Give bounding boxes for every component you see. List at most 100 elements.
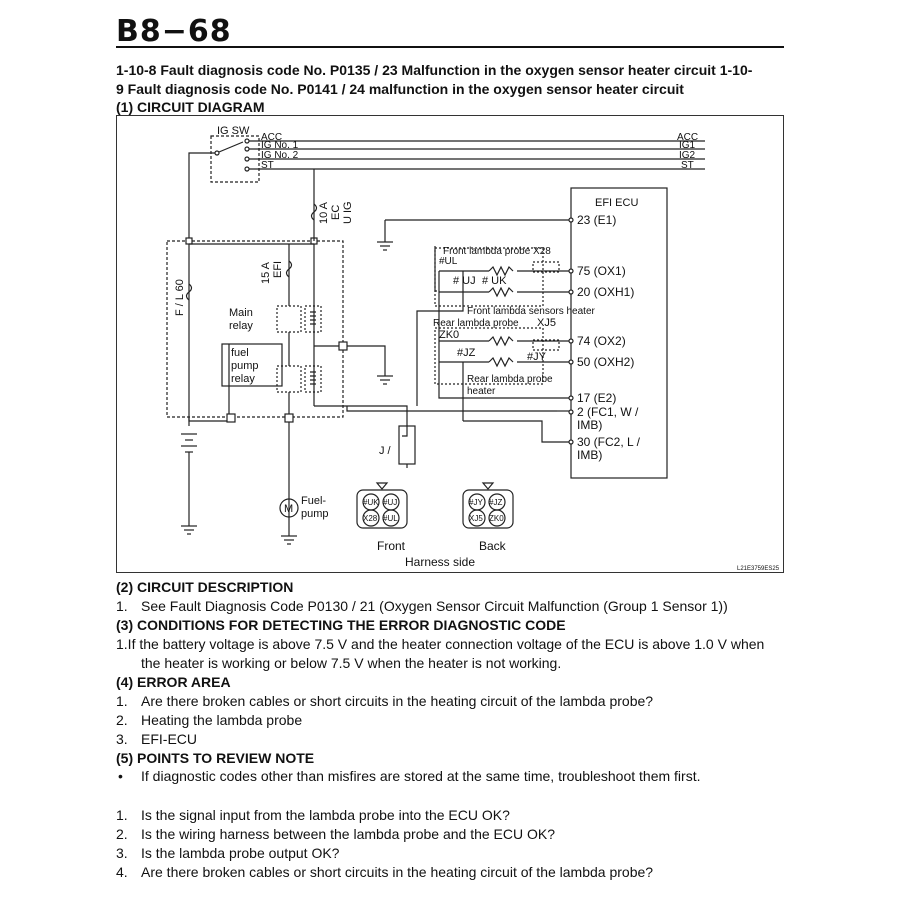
front-pin-uk: #UK (363, 498, 379, 507)
ecu-title: EFI ECU (595, 197, 638, 209)
fuel-pump-relay-outline (221, 343, 283, 387)
bus-acc-label: ACC (677, 132, 698, 143)
check-item-1: Is the signal input from the lambda prob… (141, 807, 510, 823)
check-item-3: Is the lambda probe output OK? (141, 845, 340, 861)
fp-relay-label-3: relay (231, 373, 255, 385)
fuel-pump-label-1: Fuel- (301, 495, 326, 507)
section-points: (5) POINTS TO REVIEW NOTE (116, 750, 315, 766)
rear-heater-label-1: Rear lambda probe (467, 374, 553, 385)
diagram-ref-code: L21E3759ES25 (737, 566, 780, 572)
check-item-4: Are there broken cables or short circuit… (141, 864, 654, 880)
rear-probe-label: Rear lambda probe (433, 318, 519, 329)
front-probe-label: Front lambda probe X28 (443, 246, 551, 257)
section-circuit-description: (2) CIRCUIT DESCRIPTION (116, 579, 294, 595)
back-pin-xj5: XJ5 (469, 514, 483, 523)
check-num-3: 3. (116, 845, 128, 861)
error-area-item-1: Are there broken cables or short circuit… (141, 693, 654, 709)
fuel-pump-label-2: pump (301, 508, 329, 520)
fusible-link-symbol (185, 283, 193, 301)
note-bullet: • (118, 768, 123, 784)
front-uj-label: # UJ (453, 275, 476, 287)
fuse-efi-amp: 15 A (260, 261, 272, 284)
front-pin-uj: #UJ (383, 498, 397, 507)
section-circuit-diagram: (1) CIRCUIT DIAGRAM (116, 99, 265, 115)
main-relay-coil (304, 305, 322, 333)
fault-heading-line-2: 9 Fault diagnosis code No. P0141 / 24 ma… (116, 81, 684, 97)
battery-feed-wire (188, 152, 215, 241)
efi-ecu-box (570, 187, 668, 479)
error-area-item-3: EFI-ECU (141, 731, 197, 747)
fuse-ecu-amp: 10 A (318, 201, 330, 224)
fp-relay-label-2: pump (231, 360, 259, 372)
note-text: If diagnostic codes other than misfires … (141, 768, 701, 784)
conditions-line-1: 1.If the battery voltage is above 7.5 V … (116, 636, 765, 652)
check-num-1: 1. (116, 807, 128, 823)
fuse-efi-name: EFI (272, 261, 284, 278)
bus-ig2-label: IG2 (679, 150, 696, 161)
switch-acc-label: ACC (261, 132, 282, 143)
circuit-diagram: IG SW ACC IG No. 1 IG No. 2 ST ACC IG1 I… (116, 115, 784, 573)
rear-sensor-element (488, 335, 514, 347)
pin-fc1-b: IMB) (577, 418, 602, 432)
pin-fc2-a: 30 (FC2, L / (577, 435, 641, 449)
pin-ox1: 75 (OX1) (577, 264, 626, 278)
front-heater-label: Front lambda sensors heater (467, 306, 596, 317)
main-relay-label-1: Main (229, 307, 253, 319)
fuse-ecu-name1: EC (330, 205, 342, 220)
switch-ig2-label: IG No. 2 (261, 150, 299, 161)
check-item-2: Is the wiring harness between the lambda… (141, 826, 556, 842)
fc1-wire (346, 406, 557, 412)
page-code: B8−68 (116, 14, 232, 49)
pin-fc1-a: 2 (FC1, W / (577, 405, 639, 419)
rear-jz-label: #JZ (457, 347, 476, 359)
switch-st-label: ST (261, 160, 274, 171)
back-pin-jy: #JY (469, 498, 483, 507)
ecu-ig-fuse (310, 203, 318, 221)
front-connector: #UK #UJ X28 #UL (356, 482, 408, 529)
connector-back-label: Back (479, 539, 507, 553)
fuel-pump-relay-switch (276, 365, 302, 393)
rear-heater-label-2: heater (467, 386, 496, 397)
pin-oxh1: 20 (OXH1) (577, 285, 634, 299)
front-probe-box (434, 247, 544, 307)
relay-box (166, 240, 344, 418)
harness-side-label: Harness side (405, 555, 475, 569)
fuel-pump-motor (279, 498, 299, 518)
main-relay-switch (276, 305, 302, 333)
fuse-ecu-name2: U IG (342, 201, 354, 224)
front-pin-ul: #UL (383, 514, 398, 523)
check-num-4: 4. (116, 864, 128, 880)
pin-ox2: 74 (OX2) (577, 334, 626, 348)
fc2-wire (463, 420, 569, 443)
rear-xj5-label: XJ5 (537, 317, 556, 329)
rear-zk0-label: ZK0 (439, 329, 459, 341)
section-conditions: (3) CONDITIONS FOR DETECTING THE ERROR D… (116, 617, 566, 633)
rear-heater-element (488, 356, 514, 368)
conditions-line-2: the heater is working or below 7.5 V whe… (141, 655, 562, 671)
rear-probe-box (434, 327, 544, 385)
main-relay-label-2: relay (229, 320, 253, 332)
back-pin-jz: #JZ (489, 498, 502, 507)
connector-front-label: Front (377, 539, 406, 553)
fault-heading-line-1: 1-10-8 Fault diagnosis code No. P0135 / … (116, 62, 753, 78)
error-area-num-2: 2. (116, 712, 128, 728)
section-error-area: (4) ERROR AREA (116, 674, 231, 690)
pin-e2: 17 (E2) (577, 391, 616, 405)
fusible-link-label: F / L 60 (174, 279, 186, 316)
efi-fuse (285, 260, 293, 278)
error-area-item-2: Heating the lambda probe (141, 712, 303, 728)
junction-label: J / (379, 445, 392, 457)
ig-switch-label: IG SW (217, 125, 250, 137)
front-heater-element (488, 286, 514, 298)
fp-relay-label-1: fuel (231, 347, 249, 359)
circuit-diagram-svg: IG SW ACC IG No. 1 IG No. 2 ST ACC IG1 I… (166, 125, 780, 572)
fuel-pump-relay-coil (304, 365, 322, 393)
description-number: 1. (116, 598, 128, 614)
motor-symbol: M (284, 503, 293, 515)
back-pin-zk0: ZK0 (489, 514, 504, 523)
front-pin-x28: X28 (363, 514, 378, 523)
pin-oxh2: 50 (OXH2) (577, 355, 634, 369)
header-rule (116, 46, 784, 48)
relay-ground-wire (314, 345, 386, 376)
pin-e1: 23 (E1) (577, 213, 616, 227)
